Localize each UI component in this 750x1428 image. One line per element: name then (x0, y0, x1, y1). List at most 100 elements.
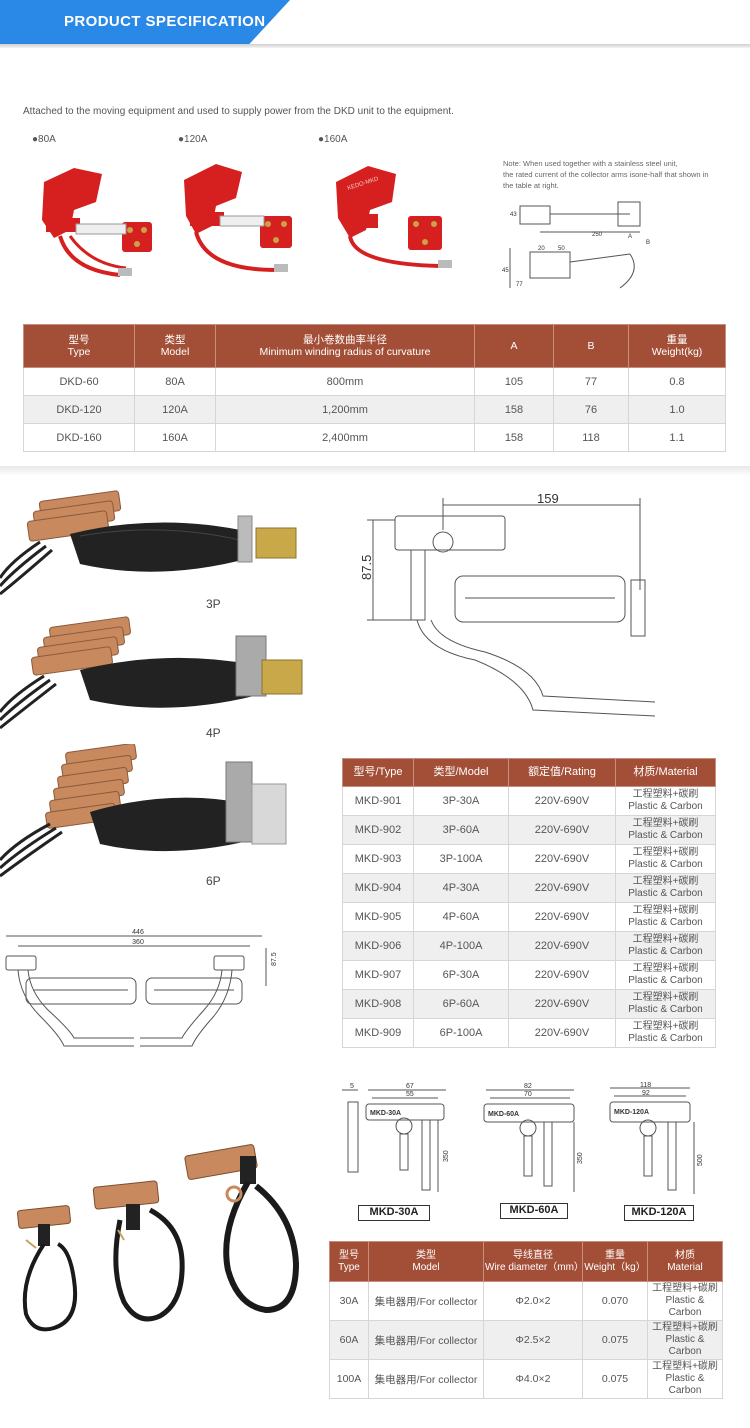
pole-label-3p: 3P (206, 597, 221, 611)
dim-w1: 118 (640, 1082, 651, 1089)
table-cell: 4P-100A (413, 931, 509, 961)
table-cell: 3P-60A (413, 815, 509, 845)
dim-w1: 82 (524, 1083, 532, 1090)
variant-label-160a: ●160A (318, 134, 348, 145)
table-cell: 4P-60A (413, 902, 509, 932)
note-line: the rated current of the collector arms … (503, 170, 709, 179)
table-cell: 60A (329, 1320, 369, 1360)
drawing-inner-label: MKD-120A (614, 1109, 649, 1116)
table-cell: 0.075 (582, 1359, 648, 1399)
mkd-120a-drawing: 118 92 MKD-120A 500 (609, 1082, 704, 1194)
dim-w2: 55 (406, 1091, 414, 1098)
table-cell: MKD-902 (342, 815, 414, 845)
table-cell: 6P-60A (413, 989, 509, 1019)
table-cell: 158 (474, 395, 554, 424)
dim-w2: 70 (524, 1091, 532, 1098)
dim-outer: 446 (132, 929, 144, 936)
dim-label: 50 (558, 246, 565, 252)
intro-text: Attached to the moving equipment and use… (23, 106, 454, 117)
table-cell: MKD-904 (342, 873, 414, 903)
pole-label-6p: 6P (206, 874, 221, 888)
header-divider (0, 44, 750, 48)
dim-left: 5 (350, 1083, 354, 1090)
table-cell: 80A (134, 367, 216, 396)
col-header: A (474, 324, 554, 368)
table-header-row: 型号/Type 类型/Model 额定值/Rating 材质/Material (342, 758, 716, 787)
table-cell: MKD-905 (342, 902, 414, 932)
collector-6p-image (0, 744, 287, 878)
collector-160a-image: KEDO-MKD (336, 166, 452, 268)
table-cell: 220V-690V (508, 960, 616, 990)
table-cell: Φ4.0×2 (483, 1359, 583, 1399)
table-cell: 220V-690V (508, 1018, 616, 1048)
note-line: Note: When used together with a stainles… (503, 159, 678, 168)
table-cell: 158 (474, 423, 554, 452)
table-cell: MKD-907 (342, 960, 414, 990)
dim-label: 45 (502, 268, 509, 274)
single-collectors-image (16, 1144, 300, 1332)
table-cell: 220V-690V (508, 844, 616, 874)
table-cell: 220V-690V (508, 989, 616, 1019)
table-cell: 100A (329, 1359, 369, 1399)
collector-120a-image (184, 164, 292, 272)
table-cell: 220V-690V (508, 815, 616, 845)
dim-label: 250 (592, 232, 603, 238)
side-dimension-drawing: 159 87.5 (359, 491, 656, 717)
table-cell: 1.1 (628, 423, 726, 452)
table-cell: 220V-690V (508, 931, 616, 961)
table-cell: 2,400mm (215, 423, 475, 452)
collector-3p-image (0, 490, 297, 596)
dim-label: B (646, 240, 650, 246)
table-cell: 集电器用/For collector (368, 1359, 484, 1399)
dim-w2: 92 (642, 1090, 650, 1097)
dim-width: 159 (537, 491, 559, 506)
page-title: PRODUCT SPECIFICATION (64, 13, 266, 30)
table-cell: 220V-690V (508, 902, 616, 932)
table-cell: DKD-60 (23, 367, 135, 396)
table-cell: 120A (134, 395, 216, 424)
table-cell: 160A (134, 423, 216, 452)
table-cell: 6P-100A (413, 1018, 509, 1048)
collector-dimension-drawing: 43 250 20 50 45 77 A B (502, 201, 650, 289)
double-collector-drawing: 446 360 87.5 (5, 929, 278, 1047)
dim-label: 77 (516, 282, 523, 288)
dim-h: 350 (577, 1152, 584, 1164)
mkd-60a-drawing: 82 70 MKD-60A 350 (483, 1083, 584, 1192)
mkd-30a-label: MKD-30A (358, 1205, 430, 1221)
table-cell: MKD-906 (342, 931, 414, 961)
collector-100a (184, 1144, 300, 1314)
col-header: B (553, 324, 629, 368)
dim-inner: 360 (132, 939, 144, 946)
table-cell: MKD-908 (342, 989, 414, 1019)
table-cell: Φ2.0×2 (483, 1281, 583, 1321)
col-header: 型号/Type (342, 758, 414, 787)
dim-height: 87.5 (271, 952, 278, 966)
table-cell: 118 (553, 423, 629, 452)
mkd-120a-label: MKD-120A (624, 1205, 694, 1221)
